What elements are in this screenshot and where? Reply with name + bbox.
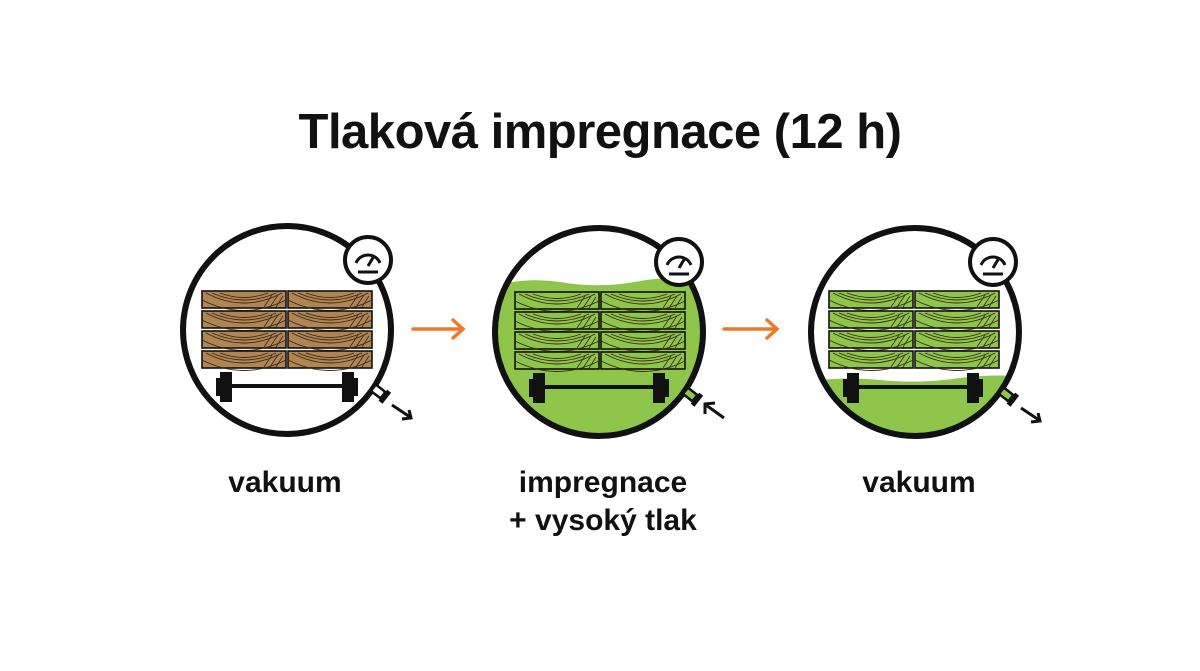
stage-1-vacuum [180,223,413,437]
stage-1-label: vakuum [135,464,435,502]
stage-2-label: impregnace + vysoký tlak [453,464,753,540]
chamber-outline [492,225,706,439]
pressure-gauge-icon [968,237,1018,287]
pressure-gauge-icon [654,237,704,287]
wood-stack [514,291,686,372]
valve-icon [681,385,704,407]
pressure-gauge-icon [343,235,393,285]
valve-icon [369,382,392,404]
cart-axle-icon [216,372,358,402]
right-arrow-icon [722,318,780,340]
stage-3-vacuum [808,225,1042,439]
wood-stack [828,290,1000,371]
flow-in-arrow-icon [703,401,725,420]
stage-label-line: impregnace [518,466,688,499]
stage-label-line: + vysoký tlak [509,504,697,537]
flow-out-arrow-icon [391,403,413,421]
chamber-outline [808,225,1022,439]
stage-label-line: vakuum [862,466,976,499]
right-arrow-icon [411,318,466,340]
diagram-title: Tlaková impregnace (12 h) [298,105,902,159]
stage-3-label: vakuum [769,464,1069,502]
chamber-outline [180,223,394,437]
stage-2-impregnation [492,225,725,439]
wood-stack [201,290,373,371]
flow-out-arrow-icon [1020,406,1042,424]
valve-icon [997,385,1020,407]
cart-axle-icon [529,373,669,403]
stage-label-line: vakuum [228,466,342,499]
cart-axle-icon [843,373,983,403]
